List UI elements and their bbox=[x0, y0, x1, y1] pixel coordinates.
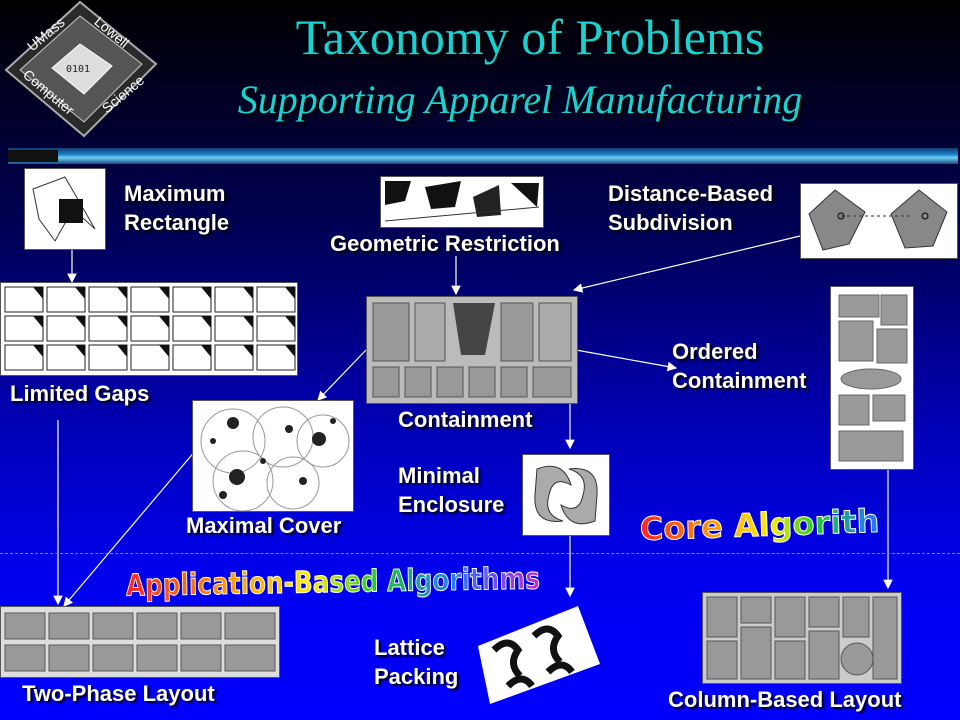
ordered-containment-image bbox=[830, 286, 914, 470]
label-subdivision: Subdivision bbox=[608, 209, 773, 238]
label-rectangle: Rectangle bbox=[124, 209, 229, 238]
label-minimal: Minimal bbox=[398, 462, 504, 491]
label-geometric-restriction: Geometric Restriction bbox=[330, 230, 560, 259]
label-two-phase-layout: Two-Phase Layout bbox=[22, 680, 215, 709]
label-lattice-packing: Lattice Packing bbox=[374, 634, 458, 691]
column-based-layout-image bbox=[702, 592, 902, 684]
label-packing: Packing bbox=[374, 663, 458, 692]
label-ordered-containment: Ordered Containment bbox=[672, 338, 806, 395]
application-algorithms-wordart: Application-Based Algorithms bbox=[126, 554, 547, 620]
label-maximum: Maximum bbox=[124, 180, 229, 209]
label-distance-based-subdivision: Distance-Based Subdivision bbox=[608, 180, 773, 237]
label-minimal-enclosure: Minimal Enclosure bbox=[398, 462, 504, 519]
label-distance-based: Distance-Based bbox=[608, 180, 773, 209]
label-column-based-layout: Column-Based Layout bbox=[668, 686, 901, 715]
geometric-restriction-image bbox=[380, 176, 544, 228]
label-ordered: Ordered bbox=[672, 338, 806, 367]
label-maximal-cover: Maximal Cover bbox=[186, 512, 341, 541]
minimal-enclosure-image bbox=[522, 454, 610, 536]
core-algorithms-wordart: Core Algorithms bbox=[639, 498, 881, 565]
label-enclosure: Enclosure bbox=[398, 491, 504, 520]
maximal-cover-image bbox=[192, 400, 354, 512]
core-algorithms-text: Core Algorithms bbox=[639, 500, 880, 548]
lattice-packing-image bbox=[468, 606, 600, 704]
label-maximum-rectangle: Maximum Rectangle bbox=[124, 180, 229, 237]
limited-gaps-image bbox=[0, 282, 298, 376]
label-containment: Containment bbox=[398, 406, 532, 435]
label-limited-gaps: Limited Gaps bbox=[10, 380, 149, 409]
distance-subdivision-image bbox=[800, 183, 958, 259]
containment-image bbox=[366, 296, 578, 404]
application-algorithms-text: Application-Based Algorithms bbox=[126, 561, 541, 603]
label-ordered-containment-2: Containment bbox=[672, 367, 806, 396]
maximum-rectangle-image bbox=[24, 168, 106, 250]
label-lattice: Lattice bbox=[374, 634, 458, 663]
